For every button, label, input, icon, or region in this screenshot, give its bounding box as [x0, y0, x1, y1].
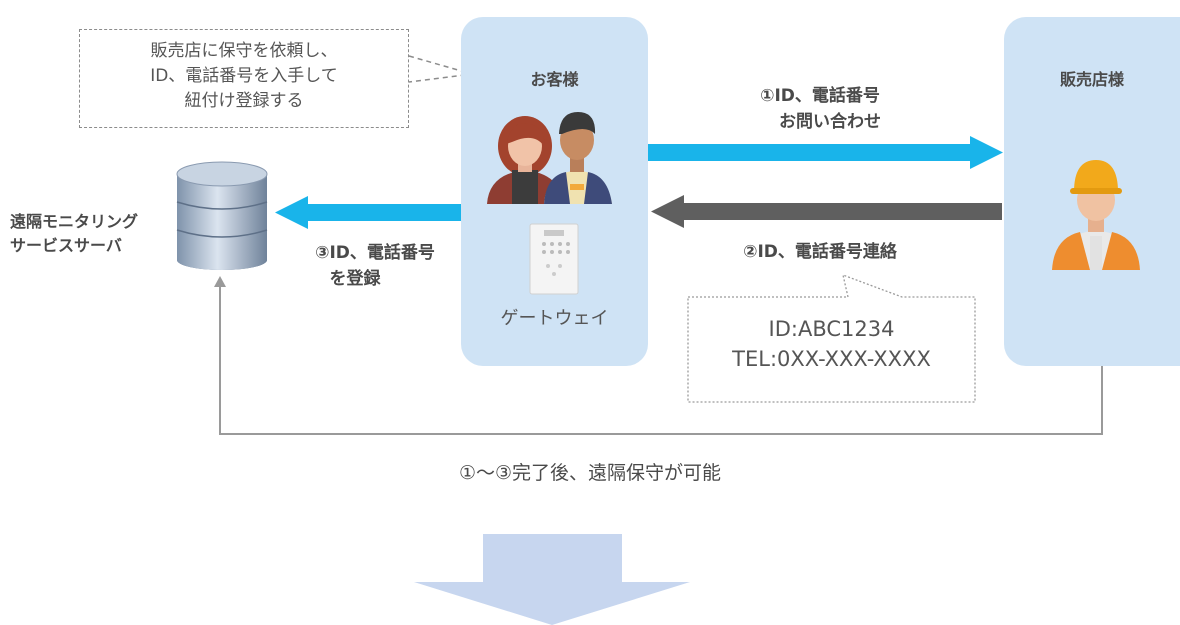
note-box: 販売店に保守を依頼し、 ID、電話番号を入手して 紐付け登録する — [79, 29, 409, 128]
step3-line-1: ③ID、電話番号 — [315, 243, 435, 263]
note-line-3: 紐付け登録する — [184, 91, 304, 111]
completion-text: ①〜③完了後、遠隔保守が可能 — [458, 462, 722, 484]
step2-label: ②ID、電話番号連絡 — [743, 242, 897, 262]
step1-line-2: お問い合わせ — [779, 112, 881, 132]
step3-arrow — [275, 196, 461, 229]
dealer-title: 販売店様 — [1059, 70, 1124, 89]
step1-label: ①ID、電話番号 お問い合わせ — [700, 83, 940, 135]
big-down-arrow — [414, 534, 690, 625]
dealer-worker-icon — [1052, 160, 1140, 270]
callout-text: ID:ABC1234 TEL:0XX-XXX-XXXX — [688, 314, 975, 374]
step2-arrow — [651, 195, 1002, 228]
step3-label: ③ID、電話番号 を登録 — [290, 240, 460, 292]
note-line-1: 販売店に保守を依頼し、 — [150, 41, 338, 61]
step1-line-1: ①ID、電話番号 — [760, 86, 880, 106]
step1-arrow — [648, 136, 1003, 169]
server-label-line-1: 遠隔モニタリング — [10, 212, 139, 231]
customers-illustration-icon — [487, 112, 612, 204]
server-database-icon — [176, 161, 268, 270]
callout-tel: TEL:0XX-XXX-XXXX — [732, 347, 931, 371]
gateway-device-icon — [529, 223, 579, 295]
note-line-2: ID、電話番号を入手して — [150, 66, 338, 86]
server-label-line-2: サービスサーバ — [10, 236, 122, 255]
customer-title: お客様 — [530, 70, 579, 89]
gateway-label: ゲートウェイ — [500, 308, 609, 329]
completion-connector — [214, 276, 1103, 435]
server-label: 遠隔モニタリング サービスサーバ — [10, 210, 138, 258]
step3-line-2: を登録 — [329, 269, 381, 289]
callout-id: ID:ABC1234 — [768, 317, 895, 341]
